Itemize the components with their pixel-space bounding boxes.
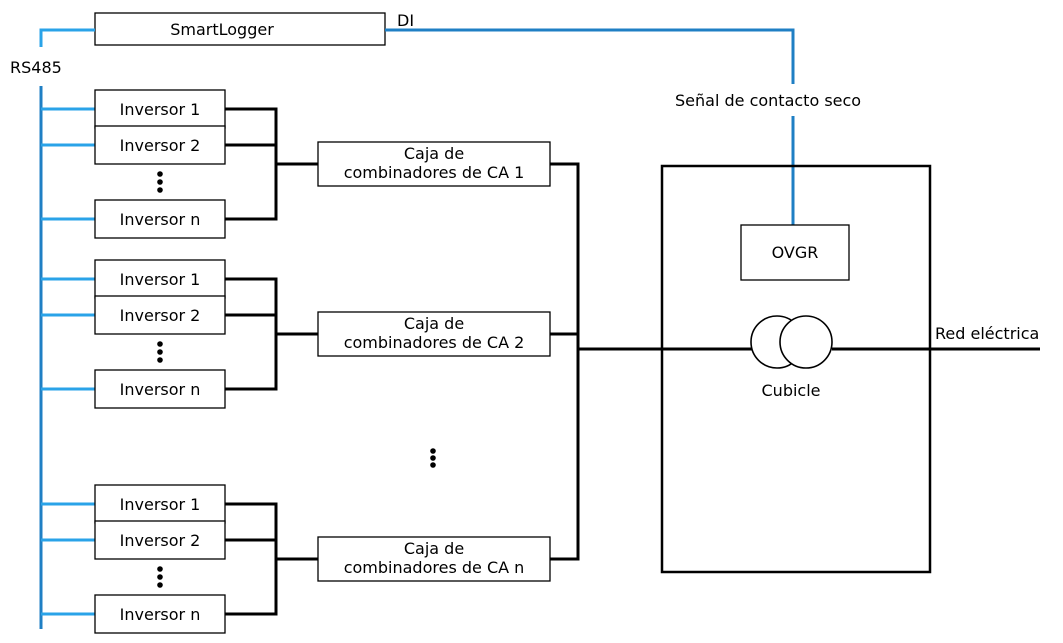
- combiner-label: combinadores de CA 1: [344, 163, 525, 182]
- ovgr-box: [740, 224, 850, 281]
- inverter-box: [94, 89, 226, 129]
- inverter-box: [94, 520, 226, 560]
- ellipsis-dot: [157, 171, 163, 177]
- inverter-group-3: Inversor 1 Inversor 2 Inversor n Caja decom…: [41, 484, 578, 634]
- rs485-label: RS485: [10, 58, 62, 77]
- combiner-label: combinadores de CA n: [344, 558, 525, 577]
- transformer-winding-2: [779, 315, 833, 369]
- rs485-link-line: [39, 28, 95, 47]
- ellipsis-dot: [157, 574, 163, 580]
- inverter-label: Inversor 1: [120, 100, 201, 119]
- dry-contact-label: Señal de contacto seco: [675, 91, 861, 110]
- smartlogger-label: SmartLogger: [170, 20, 274, 39]
- inverter-label: Inversor 2: [120, 136, 201, 155]
- ovgr-block: OVGR: [740, 224, 850, 281]
- inverter-box: [94, 594, 226, 634]
- di-label: DI: [397, 11, 414, 30]
- cubicle-label: Cubicle: [762, 381, 821, 400]
- inverter-label: Inversor 2: [120, 306, 201, 325]
- inverter-label: Inversor 1: [120, 270, 201, 289]
- combiner-ellipsis: [430, 448, 436, 468]
- ellipsis-dot: [157, 566, 163, 572]
- ellipsis-dot: [157, 179, 163, 185]
- ellipsis-dot: [430, 448, 436, 454]
- inverter-label: Inversor n: [120, 380, 201, 399]
- inverter-label: Inversor 1: [120, 495, 201, 514]
- combiner-label: Caja de: [404, 314, 464, 333]
- cubicle-transformer: Cubicle: [750, 315, 833, 400]
- ellipsis-dot: [430, 462, 436, 468]
- ellipsis-dot: [157, 357, 163, 363]
- inverter-box: [94, 125, 226, 165]
- inverter-group-1: Inversor 1 Inversor 2 Inversor n Caja decom…: [41, 89, 578, 239]
- inverter-group-2: Inversor 1 Inversor 2 Inversor n Caja decom…: [41, 259, 578, 409]
- ellipsis-dot: [157, 349, 163, 355]
- substation-enclosure: [660, 164, 932, 574]
- grid-label: Red eléctrica: [935, 324, 1039, 343]
- smartlogger-block: SmartLogger: [94, 12, 386, 46]
- combiner-label: Caja de: [404, 539, 464, 558]
- ellipsis-dot: [157, 187, 163, 193]
- ellipsis-dot: [157, 582, 163, 588]
- di-signal-line-upper: [385, 28, 795, 84]
- inverter-box: [94, 295, 226, 335]
- inverter-label: Inversor n: [120, 605, 201, 624]
- inverter-box: [94, 199, 226, 239]
- inverter-box: [94, 369, 226, 409]
- combiner-label: combinadores de CA 2: [344, 333, 525, 352]
- smartlogger-box: [94, 12, 386, 46]
- ellipsis-dot: [430, 455, 436, 461]
- combiner-label: Caja de: [404, 144, 464, 163]
- ovgr-label: OVGR: [772, 243, 819, 262]
- ellipsis-dot: [157, 341, 163, 347]
- combiner-box: [317, 311, 551, 357]
- combiner-box: [317, 141, 551, 187]
- inverter-label: Inversor 2: [120, 531, 201, 550]
- inverter-label: Inversor n: [120, 210, 201, 229]
